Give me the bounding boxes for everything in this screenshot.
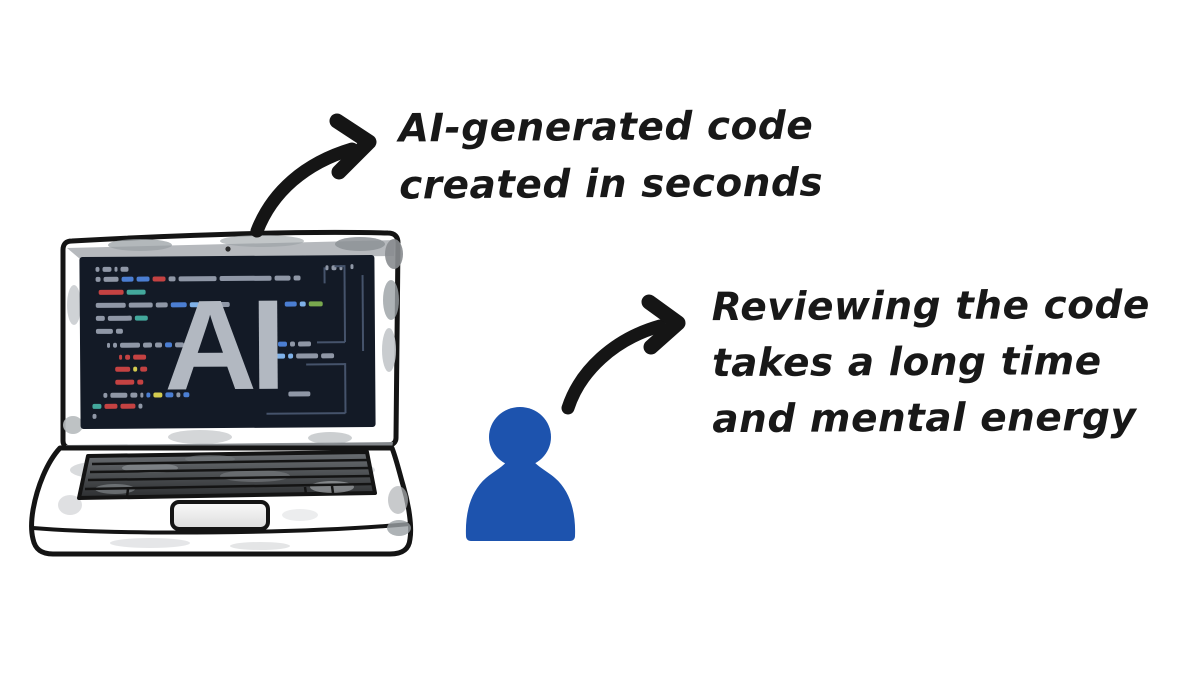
laptop-keyboard: [77, 450, 377, 500]
annotation-line: AI-generated code: [398, 103, 814, 152]
annotation-ai-generated: AI-generated code created in seconds: [399, 98, 824, 215]
annotation-reviewing: Reviewing the code takes a long time and…: [712, 278, 1151, 448]
annotation-line: Reviewing the code: [711, 282, 1150, 331]
laptop-trackpad: [170, 500, 270, 531]
ai-logo: AI: [163, 273, 281, 418]
arrow-to-review-label: [561, 294, 686, 415]
laptop-base: [29, 445, 414, 557]
arrow-to-ai-label: [250, 113, 377, 238]
webcam-dot: [225, 246, 231, 252]
annotation-line: and mental energy: [712, 394, 1137, 443]
annotation-line: takes a long time: [711, 339, 1102, 387]
person-icon: [465, 407, 576, 541]
laptop-screen: AI: [79, 254, 376, 430]
annotation-line: created in seconds: [399, 160, 824, 209]
